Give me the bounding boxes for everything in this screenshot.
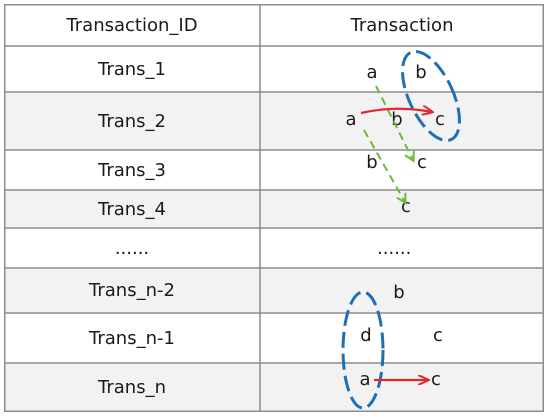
- table-row: Trans_n-2: [4, 268, 544, 313]
- header-transaction: Transaction: [350, 14, 454, 36]
- item-b-trans-n-2: b: [393, 282, 405, 303]
- row-id: Trans_1: [97, 58, 167, 80]
- table-row: ...... ......: [4, 228, 544, 268]
- item-c-trans2: c: [435, 109, 445, 130]
- item-c-trans3: c: [417, 152, 427, 173]
- row-id: Trans_n-2: [89, 280, 175, 301]
- row-id: Trans_2: [97, 110, 167, 132]
- row-id: Trans_n-1: [89, 327, 175, 349]
- item-c-trans4: c: [401, 196, 411, 217]
- table-row: Trans_1: [4, 46, 544, 92]
- row-id: Trans_4: [97, 198, 167, 220]
- table-row: Trans_4: [4, 190, 544, 228]
- row-id: Trans_n: [98, 377, 166, 398]
- table-row: Trans_n-1: [4, 313, 544, 363]
- item-c-trans-n-1: c: [433, 325, 443, 346]
- item-a-trans1: a: [366, 62, 378, 83]
- table-row: Trans_2: [4, 92, 544, 150]
- item-b-trans2: b: [391, 109, 403, 130]
- row-transaction: ......: [377, 237, 412, 259]
- item-a-trans-n: a: [359, 369, 371, 390]
- header-transaction-id: Transaction_ID: [66, 14, 198, 36]
- item-b-trans1: b: [415, 62, 427, 83]
- transaction-table: Transaction_ID Transaction Trans_1 Trans…: [4, 4, 544, 412]
- table-header-row: Transaction_ID Transaction: [4, 4, 544, 46]
- item-d-trans-n-1: d: [360, 325, 372, 346]
- table-row: Trans_n: [4, 363, 544, 412]
- item-c-trans-n: c: [431, 369, 441, 390]
- row-id: ......: [114, 237, 150, 259]
- item-b-trans3: b: [366, 152, 378, 173]
- item-a-trans2: a: [345, 109, 357, 130]
- table-row: Trans_3: [4, 150, 544, 190]
- row-id: Trans_3: [97, 159, 167, 181]
